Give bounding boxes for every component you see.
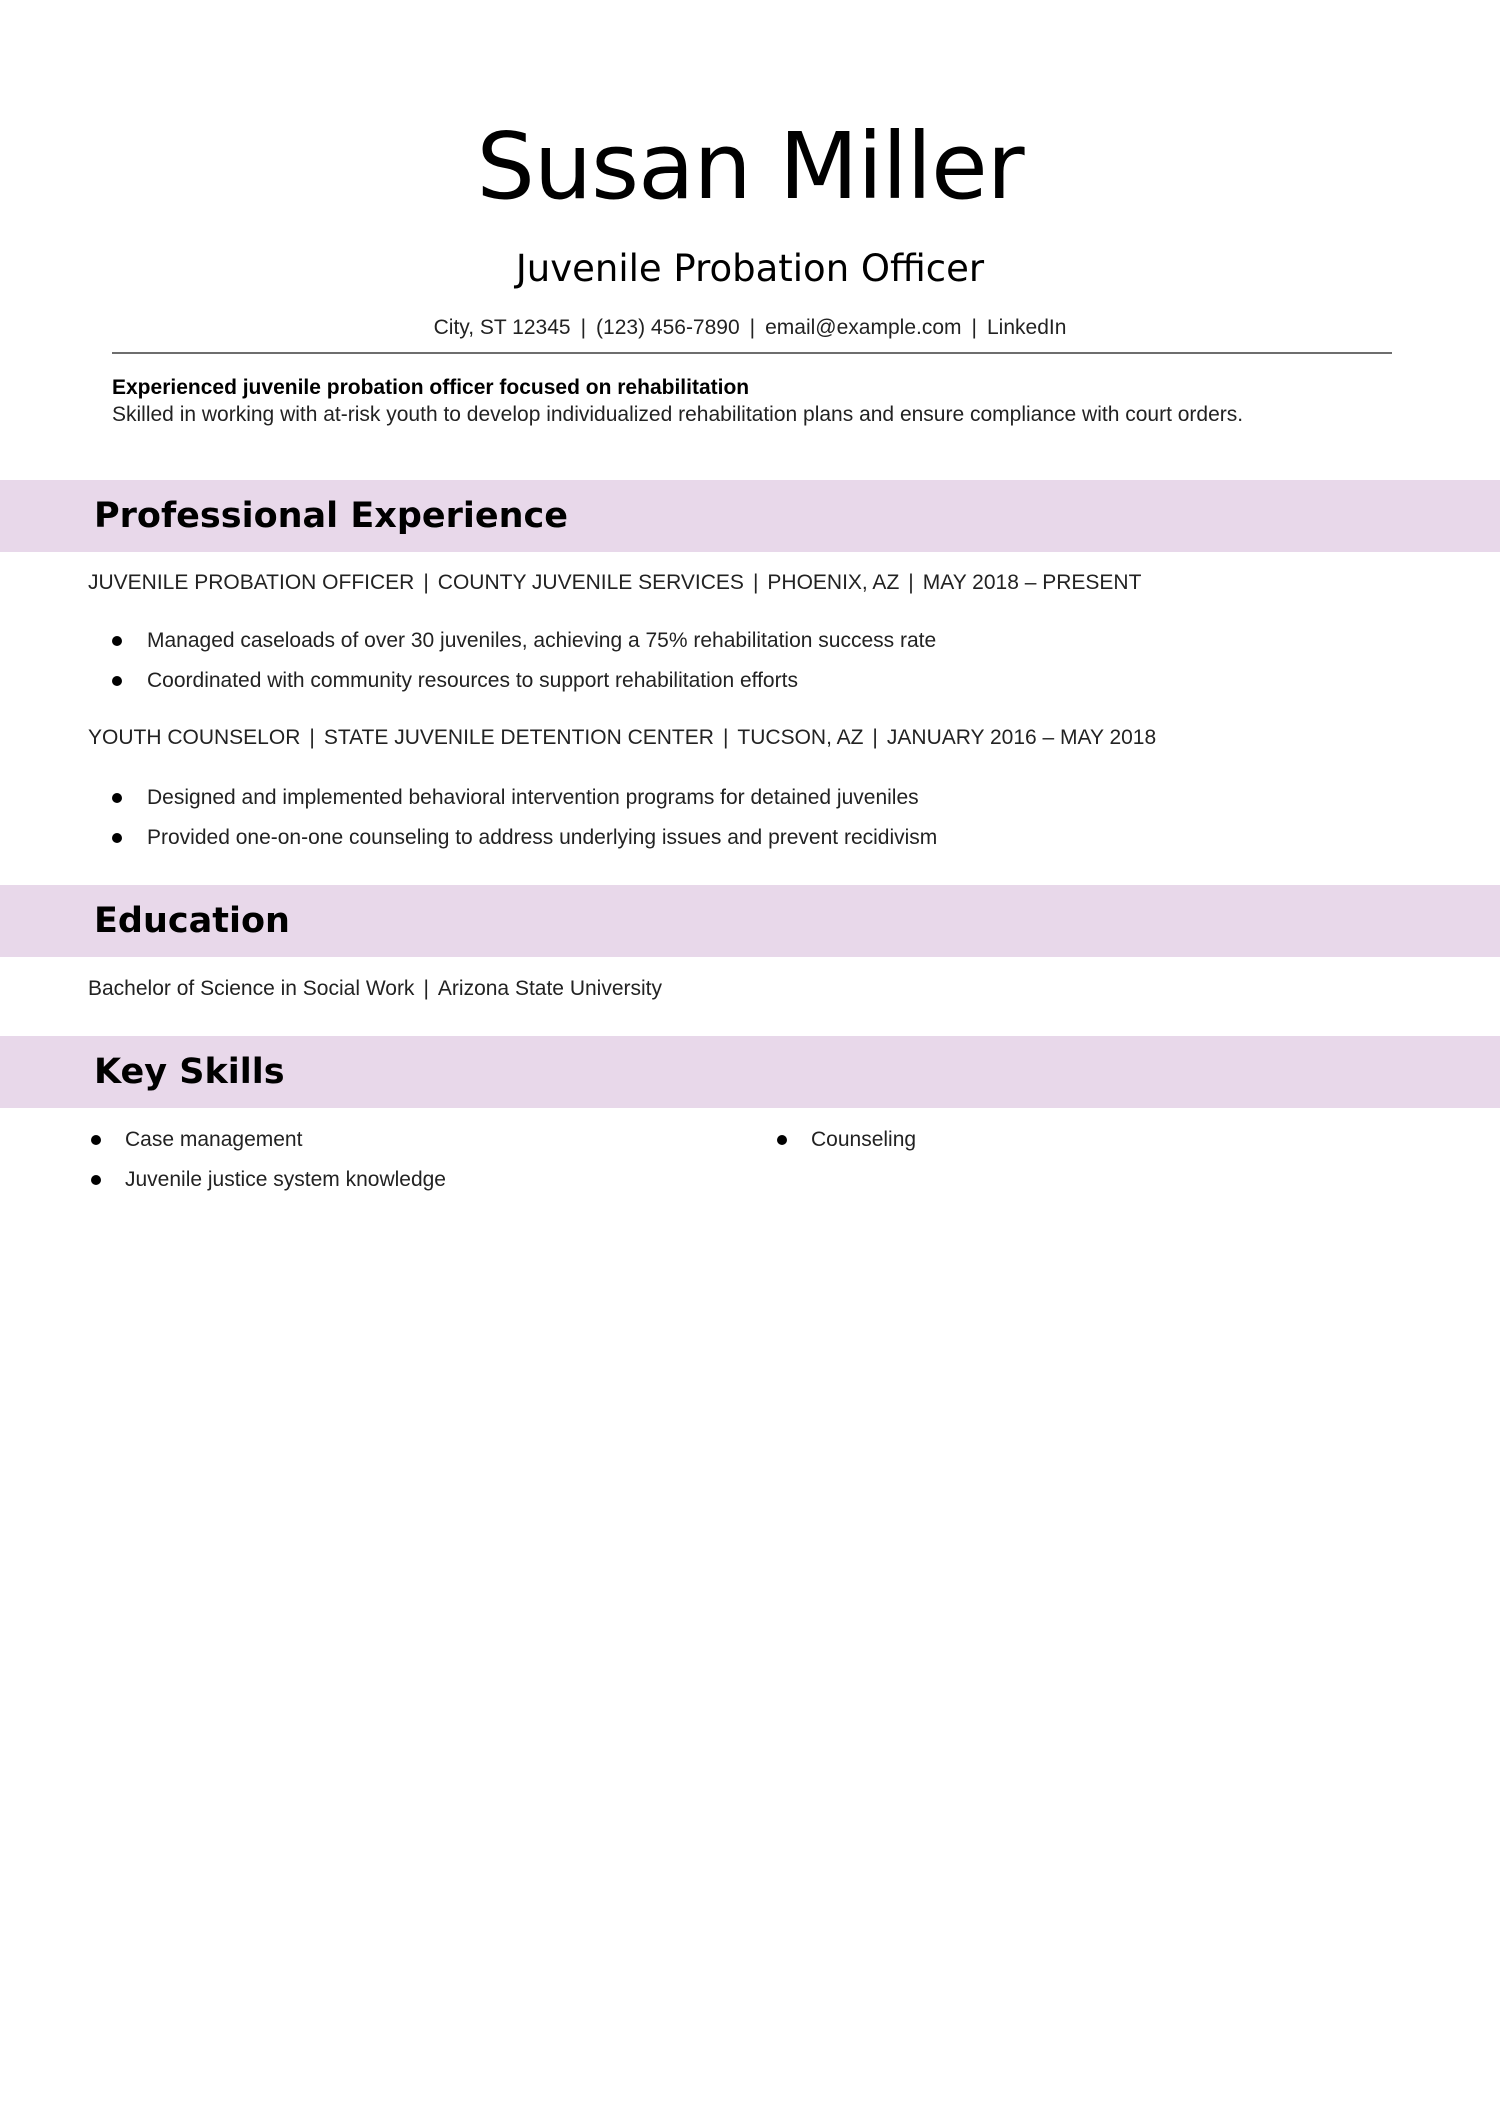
separator: |	[722, 726, 729, 749]
separator: |	[423, 571, 429, 594]
list-item: Coordinated with community resources to …	[112, 661, 936, 701]
bullet-icon	[112, 833, 122, 843]
separator: |	[749, 316, 756, 339]
school: Arizona State University	[437, 977, 662, 1000]
contact-email[interactable]: email@example.com	[765, 316, 962, 339]
skills-list-right: Counseling	[774, 1120, 916, 1160]
job-dates: JANUARY 2016 – MAY 2018	[886, 726, 1157, 749]
bullet-text: Designed and implemented behavioral inte…	[147, 786, 919, 809]
job-location: TUCSON, AZ	[737, 726, 864, 749]
separator: |	[580, 316, 587, 339]
job-org: STATE JUVENILE DETENTION CENTER	[323, 726, 714, 749]
job-location: PHOENIX, AZ	[767, 571, 900, 594]
separator: |	[752, 571, 759, 594]
skill-text: Counseling	[811, 1128, 917, 1151]
bullet-icon	[112, 793, 122, 803]
separator: |	[423, 977, 429, 1000]
experience-section-band: Professional Experience	[0, 480, 1500, 552]
skill-text: Case management	[125, 1128, 303, 1151]
list-item: Designed and implemented behavioral inte…	[112, 778, 937, 818]
bullet-icon	[91, 1175, 101, 1185]
list-item: Managed caseloads of over 30 juveniles, …	[112, 621, 936, 661]
bullet-icon	[112, 636, 122, 646]
job-line: JUVENILE PROBATION OFFICER | COUNTY JUVENI…	[88, 569, 1141, 597]
job-role: YOUTH COUNSELOR	[88, 726, 301, 749]
skills-section-band: Key Skills	[0, 1036, 1500, 1108]
job-line: YOUTH COUNSELOR | STATE JUVENILE DETENTION…	[88, 724, 1156, 752]
bullet-text: Coordinated with community resources to …	[147, 669, 798, 692]
separator: |	[872, 726, 878, 749]
degree: Bachelor of Science in Social Work	[88, 977, 415, 1000]
job-role: JUVENILE PROBATION OFFICER	[88, 571, 415, 594]
job-dates: MAY 2018 – PRESENT	[922, 571, 1142, 594]
bullet-text: Managed caseloads of over 30 juveniles, …	[147, 629, 937, 652]
job-org: COUNTY JUVENILE SERVICES	[437, 571, 744, 594]
skill-item: Counseling	[774, 1120, 916, 1160]
list-item: Provided one-on-one counseling to addres…	[112, 818, 937, 858]
contact-line: City, ST 12345 | (123) 456-7890 | email@exam…	[0, 314, 1500, 342]
education-line: Bachelor of Science in Social Work | Arizo…	[88, 975, 662, 1003]
summary-headline: Experienced juvenile probation officer f…	[112, 376, 750, 399]
separator: |	[908, 571, 914, 594]
experience-heading: Professional Experience	[94, 496, 569, 536]
header-divider	[112, 352, 1392, 354]
bullet-icon	[777, 1135, 787, 1145]
education-section-band: Education	[0, 885, 1500, 957]
separator: |	[309, 726, 315, 749]
job-bullets: Designed and implemented behavioral inte…	[112, 778, 937, 858]
bullet-text: Provided one-on-one counseling to addres…	[147, 826, 938, 849]
bullet-icon	[91, 1135, 101, 1145]
skill-item: Juvenile justice system knowledge	[88, 1160, 446, 1200]
skill-item: Case management	[88, 1120, 446, 1160]
contact-address: City, ST 12345	[433, 316, 571, 339]
separator: |	[971, 316, 977, 339]
education-heading: Education	[94, 901, 290, 941]
contact-linkedin[interactable]: LinkedIn	[986, 316, 1067, 339]
skill-text: Juvenile justice system knowledge	[125, 1168, 446, 1191]
skills-list-left: Case management Juvenile justice system …	[88, 1120, 446, 1200]
skills-heading: Key Skills	[94, 1052, 285, 1092]
summary-text: Skilled in working with at-risk youth to…	[112, 403, 1244, 426]
job-bullets: Managed caseloads of over 30 juveniles, …	[112, 621, 936, 701]
candidate-name: Susan Miller	[476, 113, 1024, 220]
bullet-icon	[112, 676, 122, 686]
contact-phone: (123) 456-7890	[596, 316, 740, 339]
job-title: Juvenile Probation Officer	[515, 247, 985, 290]
